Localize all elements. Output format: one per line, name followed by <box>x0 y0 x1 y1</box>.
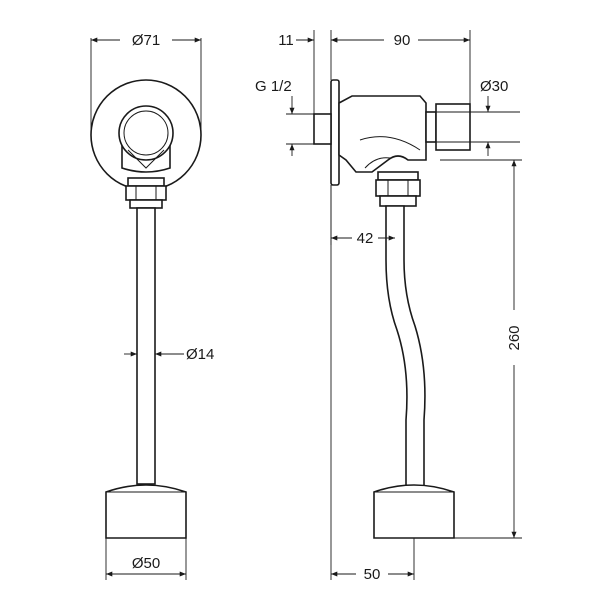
front-base-diameter-label: Ø50 <box>132 555 160 572</box>
side-valve-body <box>338 95 427 173</box>
side-thread-label: G 1/2 <box>255 78 292 95</box>
front-pipe-diameter-label: Ø14 <box>186 346 214 363</box>
side-view: 11 90 G 1/2 Ø30 42 260 50 <box>255 30 523 583</box>
side-thread-stub <box>313 113 332 145</box>
front-push-button-inner <box>123 110 169 156</box>
side-button-diameter-label: Ø30 <box>480 78 508 95</box>
front-pipe <box>136 207 156 485</box>
front-push-button <box>118 105 174 161</box>
side-wall-flange <box>330 79 340 186</box>
side-base-offset-label: 50 <box>364 566 381 583</box>
side-flange-thickness-label: 11 <box>278 32 294 49</box>
front-base-sleeve <box>105 484 187 539</box>
side-overall-height-label: 260 <box>506 325 523 350</box>
side-nut <box>377 171 419 181</box>
side-push-button <box>425 111 437 143</box>
front-nut <box>127 177 165 187</box>
side-base-sleeve <box>373 484 455 539</box>
side-pipe <box>385 205 426 487</box>
side-pipe-offset-label: 42 <box>357 230 374 247</box>
front-view: Ø71 Ø14 Ø50 <box>90 32 214 580</box>
side-overall-depth-label: 90 <box>394 32 411 49</box>
front-flange-diameter-label: Ø71 <box>132 32 160 49</box>
